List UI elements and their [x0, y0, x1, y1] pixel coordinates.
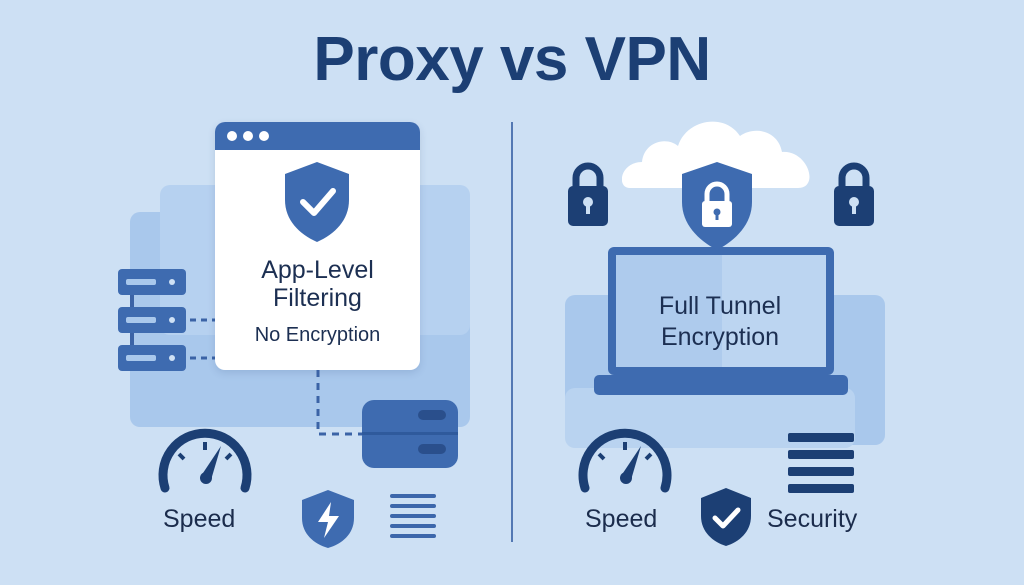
window-dot-icon [227, 131, 237, 141]
laptop-icon [594, 247, 848, 395]
speedometer-icon [158, 428, 252, 493]
list-line [788, 484, 854, 493]
vpn-security-label: Security [767, 505, 858, 533]
screen-title-line2: Encryption [660, 323, 780, 351]
shield-check-icon [285, 162, 349, 242]
list-line [390, 504, 436, 508]
list-line [390, 534, 436, 538]
padlock-icon [834, 162, 874, 226]
screen-title-line1: Full Tunnel [658, 292, 782, 320]
list-line [390, 494, 436, 498]
shield-check-icon [701, 488, 751, 546]
center-divider [511, 122, 513, 542]
browser-title-bar [215, 122, 420, 150]
list-line [390, 514, 436, 518]
proxy-speed-label: Speed [163, 505, 236, 533]
shield-lock-icon [682, 162, 752, 250]
speedometer-icon [578, 428, 672, 493]
shield-lightning-icon [302, 490, 354, 548]
card-title-line1: App-Level [261, 256, 374, 284]
server-stack-icon [118, 269, 218, 371]
list-line [788, 467, 854, 476]
window-dot-icon [259, 131, 269, 141]
window-dot-icon [243, 131, 253, 141]
list-line [788, 433, 854, 442]
card-subtitle: No Encryption [254, 324, 381, 346]
proxy-server-icon [362, 400, 458, 468]
list-line [390, 524, 436, 528]
browser-window-card: App-Level Filtering No Encryption [215, 122, 420, 370]
page-title: Proxy vs VPN [313, 25, 711, 94]
padlock-icon [568, 162, 608, 226]
list-line [788, 450, 854, 459]
card-title-line2: Filtering [273, 284, 362, 312]
vpn-speed-label: Speed [585, 505, 658, 533]
cloud-icon [622, 121, 810, 188]
